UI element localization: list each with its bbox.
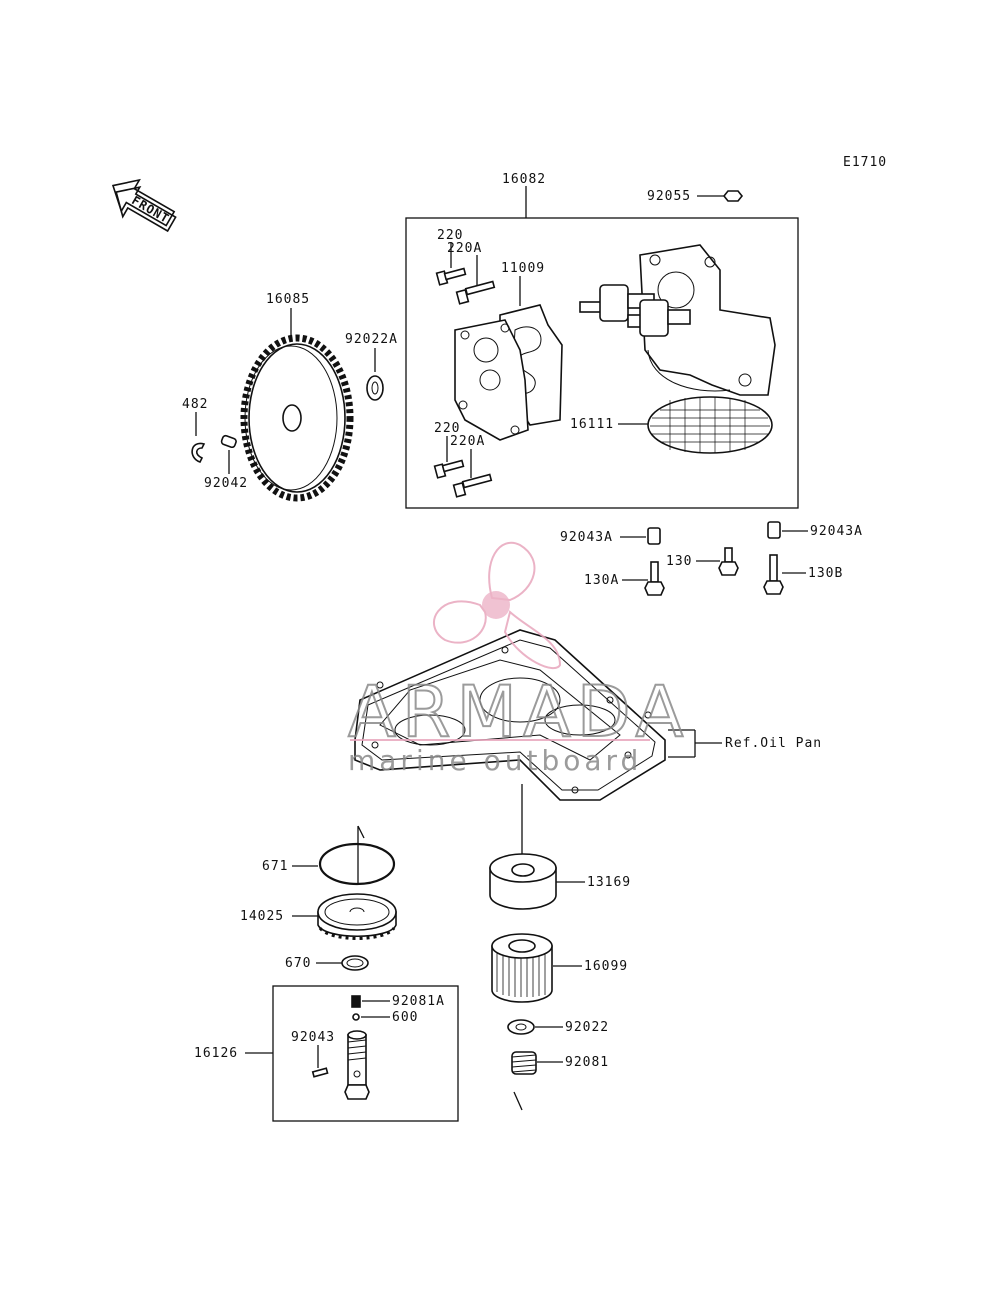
oil-pump-body xyxy=(639,244,776,396)
oil-pump-assembly-box xyxy=(405,217,799,509)
front-arrow-icon: FRONT xyxy=(111,178,177,233)
diagram-code: E1710 xyxy=(843,155,887,170)
label-670: 670 xyxy=(285,956,311,971)
label-92055: 92055 xyxy=(647,189,691,204)
label-130B: 130B xyxy=(808,566,843,581)
label-92022: 92022 xyxy=(565,1020,609,1035)
label-130: 130 xyxy=(666,554,692,569)
label-16082: 16082 xyxy=(502,172,546,187)
bolt-130 xyxy=(718,547,739,576)
bolt-220A-top xyxy=(455,280,496,305)
label-92081A: 92081A xyxy=(392,994,445,1009)
label-16111: 16111 xyxy=(570,417,614,432)
oil-pan-frame xyxy=(354,629,666,801)
label-ref-oil-pan: Ref.Oil Pan xyxy=(725,736,822,751)
spring-92081 xyxy=(511,1051,537,1075)
filter-cover-14025 xyxy=(317,893,397,940)
label-220A-bottom: 220A xyxy=(450,434,485,449)
label-16099: 16099 xyxy=(584,959,628,974)
label-600: 600 xyxy=(392,1010,418,1025)
spring-92081A xyxy=(351,995,361,1008)
oil-pump-gear-16085 xyxy=(240,334,354,502)
watermark-tagline: marine outboard xyxy=(348,744,642,777)
relief-valve-body xyxy=(344,1030,370,1100)
circlip-482 xyxy=(191,442,206,463)
bolt-220-bottom xyxy=(433,459,465,479)
oil-strainer-16111 xyxy=(647,396,773,454)
washer-92022A xyxy=(366,375,384,401)
oil-filter-16099 xyxy=(491,933,553,1003)
propeller-logo-icon xyxy=(433,542,562,670)
pin-92043 xyxy=(311,1067,329,1078)
label-92081: 92081 xyxy=(565,1055,609,1070)
label-220-top: 220 xyxy=(437,228,463,243)
ball-600 xyxy=(352,1013,360,1021)
label-13169: 13169 xyxy=(587,875,631,890)
filter-cover-13169 xyxy=(489,853,557,910)
pump-rotor-shaft-2 xyxy=(627,299,691,337)
label-92043: 92043 xyxy=(291,1030,335,1045)
armada-watermark: ARMADA marine outboard xyxy=(347,542,684,777)
label-92043A-right: 92043A xyxy=(810,524,863,539)
bolt-220-top xyxy=(435,267,467,286)
label-14025: 14025 xyxy=(240,909,284,924)
bolt-130A xyxy=(644,561,665,596)
label-671: 671 xyxy=(262,859,288,874)
strainer-mesh xyxy=(650,397,770,453)
pin-92042 xyxy=(220,434,237,449)
label-16126: 16126 xyxy=(194,1046,238,1061)
pump-cover-plate xyxy=(454,319,529,441)
nut-92055 xyxy=(722,190,744,202)
label-11009: 11009 xyxy=(501,261,545,276)
label-220-bottom: 220 xyxy=(434,421,460,436)
label-130A: 130A xyxy=(584,573,619,588)
ref-oil-pan-bracket xyxy=(668,729,722,758)
label-16085: 16085 xyxy=(266,292,310,307)
label-92042: 92042 xyxy=(204,476,248,491)
dowel-92043A-left xyxy=(647,527,661,545)
label-220A-top: 220A xyxy=(447,241,482,256)
bolt-220A-bottom xyxy=(452,473,493,498)
dowel-92043A-right xyxy=(767,521,781,539)
bolt-130B xyxy=(763,554,784,595)
o-ring-671 xyxy=(318,842,396,886)
label-482: 482 xyxy=(182,397,208,412)
label-92022A: 92022A xyxy=(345,332,398,347)
washer-92022 xyxy=(507,1019,535,1035)
label-92043A-left: 92043A xyxy=(560,530,613,545)
o-ring-670 xyxy=(341,955,369,971)
